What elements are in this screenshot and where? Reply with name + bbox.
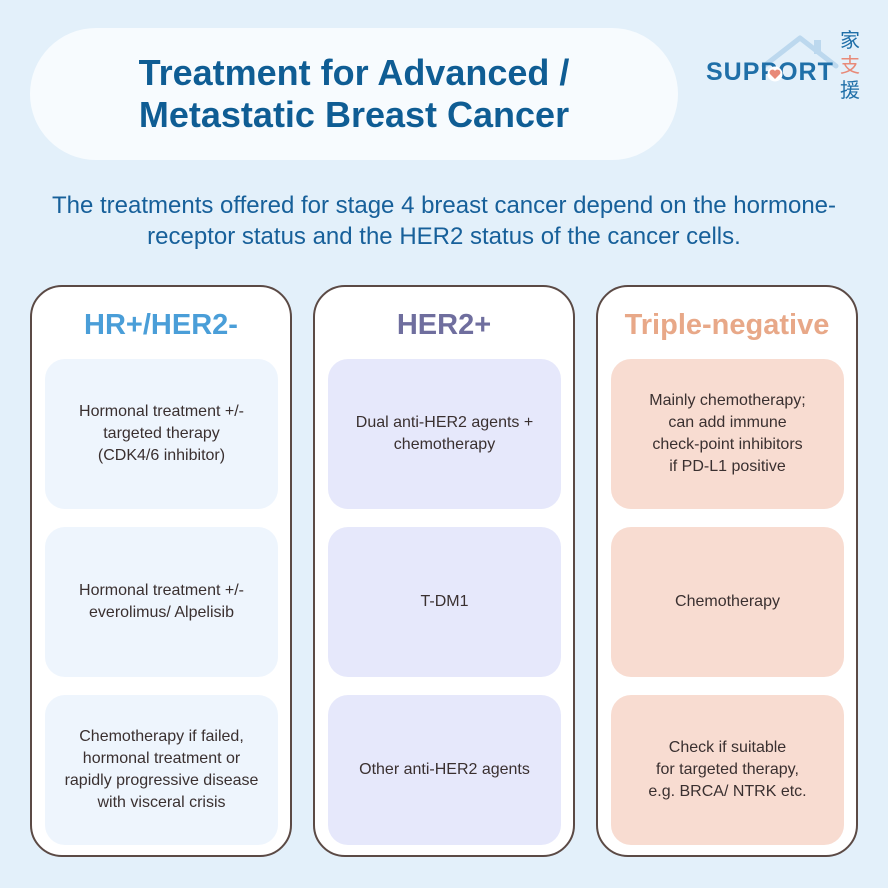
title-banner: Treatment for Advanced / Metastatic Brea… — [30, 28, 678, 160]
heart-icon — [767, 66, 783, 82]
column-her2-positive: HER2+ Dual anti-HER2 agents + chemothera… — [313, 285, 575, 857]
treatment-box: Other anti-HER2 agents — [328, 695, 561, 845]
column-heading: Triple-negative — [624, 309, 830, 341]
treatment-box: Hormonal treatment +/- targeted therapy … — [45, 359, 278, 509]
intro-text: The treatments offered for stage 4 breas… — [51, 192, 837, 250]
page-title: Treatment for Advanced / Metastatic Brea… — [138, 52, 570, 135]
treatment-box: Dual anti-HER2 agents + chemotherapy — [328, 359, 561, 509]
column-heading: HER2+ — [396, 309, 492, 341]
column-triple-negative: Triple-negative Mainly chemotherapy; can… — [596, 285, 858, 857]
column-hr-positive: HR+/HER2- Hormonal treatment +/- targete… — [30, 285, 292, 857]
support-logo: SUPPORT 家 支 援 — [700, 28, 870, 110]
logo-cjk-3: 援 — [840, 78, 860, 102]
treatment-box: T-DM1 — [328, 527, 561, 677]
treatment-box: Check if suitable for targeted therapy, … — [611, 695, 844, 845]
column-heading: HR+/HER2- — [84, 309, 238, 341]
logo-cjk-text: 家 支 援 — [838, 28, 862, 103]
treatment-box: Hormonal treatment +/- everolimus/ Alpel… — [45, 527, 278, 677]
house-icon — [761, 35, 839, 69]
treatment-box: Chemotherapy — [611, 527, 844, 677]
logo-cjk-1: 家 — [840, 28, 860, 52]
logo-cjk-2: 支 — [840, 53, 860, 77]
treatment-box: Mainly chemotherapy; can add immune chec… — [611, 359, 844, 509]
treatment-box: Chemotherapy if failed, hormonal treatme… — [45, 695, 278, 845]
